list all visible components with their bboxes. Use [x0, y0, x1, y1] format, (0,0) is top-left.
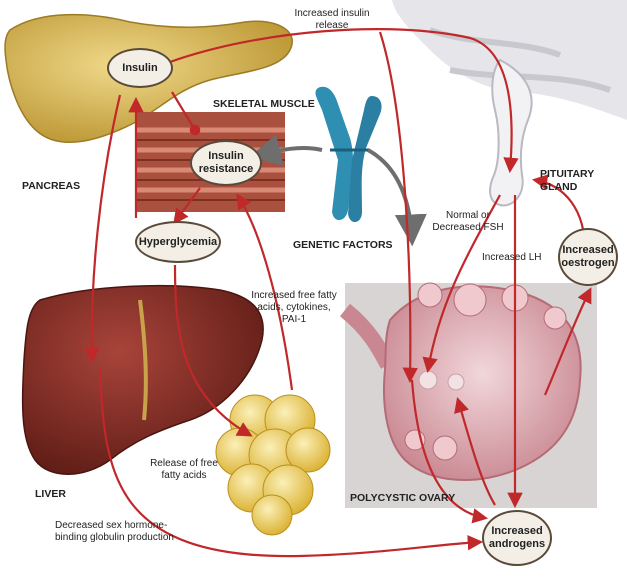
pancreas-label: PANCREAS: [22, 180, 80, 193]
increased-oestrogen-node: Increased oestrogen: [558, 228, 618, 286]
polycystic-ovary-illustration: [345, 283, 597, 508]
insulin-resistance-node: Insulin resistance: [190, 140, 262, 186]
increased-ffa-cytokines-label: Increased free fatty acids, cytokines, P…: [248, 290, 340, 326]
insulin-node: Insulin: [107, 48, 173, 88]
genetic-factors-label: GENETIC FACTORS: [293, 239, 393, 252]
release-of-ffa-label: Release of free fatty acids: [146, 458, 222, 482]
fat-cells-illustration: [216, 395, 330, 535]
normal-or-decreased-fsh-label: Normal or Decreased FSH: [430, 210, 506, 234]
hyperglycemia-node: Hyperglycemia: [135, 221, 221, 263]
polycystic-ovary-label: POLYCYSTIC OVARY: [350, 492, 455, 505]
liver-label: LIVER: [35, 488, 66, 501]
decreased-shbg-label: Decreased sex hormone-binding globulin p…: [55, 520, 175, 544]
increased-androgens-node: Increased androgens: [482, 510, 552, 566]
increased-insulin-release-label: Increased insulin release: [282, 8, 382, 32]
increased-lh-label: Increased LH: [482, 252, 541, 264]
skeletal-muscle-label: SKELETAL MUSCLE: [213, 98, 315, 111]
pituitary-gland-label: PITUITARY GLAND: [540, 168, 627, 193]
